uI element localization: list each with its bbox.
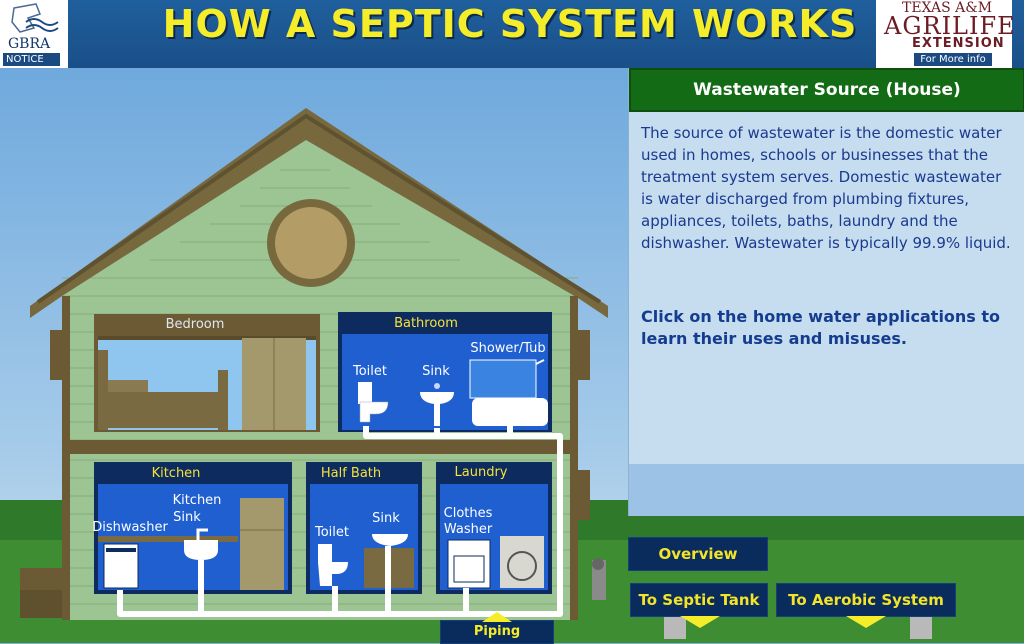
vent-pipe [592,560,606,600]
shower-tub-button[interactable]: Shower/Tub [469,341,548,426]
dishwasher-label: Dishwasher [92,520,168,535]
dishwasher-button[interactable]: Dishwasher [92,520,168,589]
kitchen-sink-icon [184,540,218,560]
septic-pipe-stub [664,617,686,639]
gbra-emblem-icon [11,3,59,33]
notice-link[interactable]: NOTICE [3,53,60,66]
agrilife-logo-line1: TEXAS A&M [902,0,993,16]
aerobic-arrow-icon [846,616,886,628]
half-bath-sink-button[interactable]: Sink [372,511,408,546]
sink-icon [420,392,454,426]
room-label-bathroom: Bathroom [394,316,458,331]
overview-button[interactable]: Overview [628,537,768,571]
panel-description: The source of wastewater is the domestic… [641,124,1011,252]
gbra-logo-text: GBRA [8,36,51,52]
aerobic-system-button[interactable]: To Aerobic System [776,583,956,617]
half-bath-toilet-label: Toilet [314,525,349,540]
bathroom-sink-label: Sink [422,364,450,379]
floor-trim [62,440,578,454]
half-bath-toilet-icon [318,562,348,586]
piping-button[interactable]: Piping [440,620,554,644]
bathroom-toilet-label: Toilet [352,364,387,379]
half-bath-sink-icon [372,534,408,546]
aerobic-pipe-stub [910,617,932,639]
kitchen-sink-button[interactable]: Kitchen Sink [173,493,222,560]
agrilife-logo-line2: AGRILIFE [884,12,1016,40]
info-panel: Wastewater Source (House) The source of … [628,68,1024,516]
clothes-washer-button[interactable]: Clothes Washer [444,506,493,589]
septic-tank-button[interactable]: To Septic Tank [630,583,768,617]
kitchen-sink-label-1: Kitchen [173,493,222,508]
room-label-kitchen: Kitchen [152,466,201,481]
agrilife-logo[interactable]: TEXAS A&M AGRILIFE EXTENSION For More in… [876,0,1015,68]
bed [108,392,218,428]
room-label-bedroom: Bedroom [166,317,225,332]
panel-instruction: Click on the home water applications to … [641,307,1001,348]
toilet-icon [359,401,389,423]
piping-arrow-icon [482,612,512,622]
house-illustration: Bedroom Bathroom Toilet Sink Shower/Tub … [20,108,608,620]
bathroom-toilet-button[interactable]: Toilet [352,364,389,423]
more-info-link[interactable]: For More info [914,53,992,66]
panel-footer-strip [629,464,1024,516]
room-label-laundry: Laundry [455,465,508,480]
agrilife-logo-line3: EXTENSION [912,36,1005,51]
gbra-logo[interactable]: GBRA NOTICE [0,0,68,68]
drain-piping [117,426,563,617]
bathtub-icon [472,398,548,426]
refrigerator [240,498,284,590]
kitchen-sink-label-2: Sink [173,510,201,525]
bathroom-sink-button[interactable]: Sink [420,364,454,426]
clothes-washer-label-1: Clothes [444,506,493,521]
panel-title: Wastewater Source (House) [629,68,1024,112]
room-label-half-bath: Half Bath [321,466,381,481]
page-title: HOW A SEPTIC SYSTEM WORKS [162,2,858,46]
header-bar [0,0,1024,68]
septic-arrow-icon [680,616,720,628]
shower-tub-label: Shower/Tub [470,341,545,356]
half-bath-toilet-button[interactable]: Toilet [314,525,349,586]
clothes-washer-label-2: Washer [444,522,493,537]
half-bath-sink-label: Sink [372,511,400,526]
